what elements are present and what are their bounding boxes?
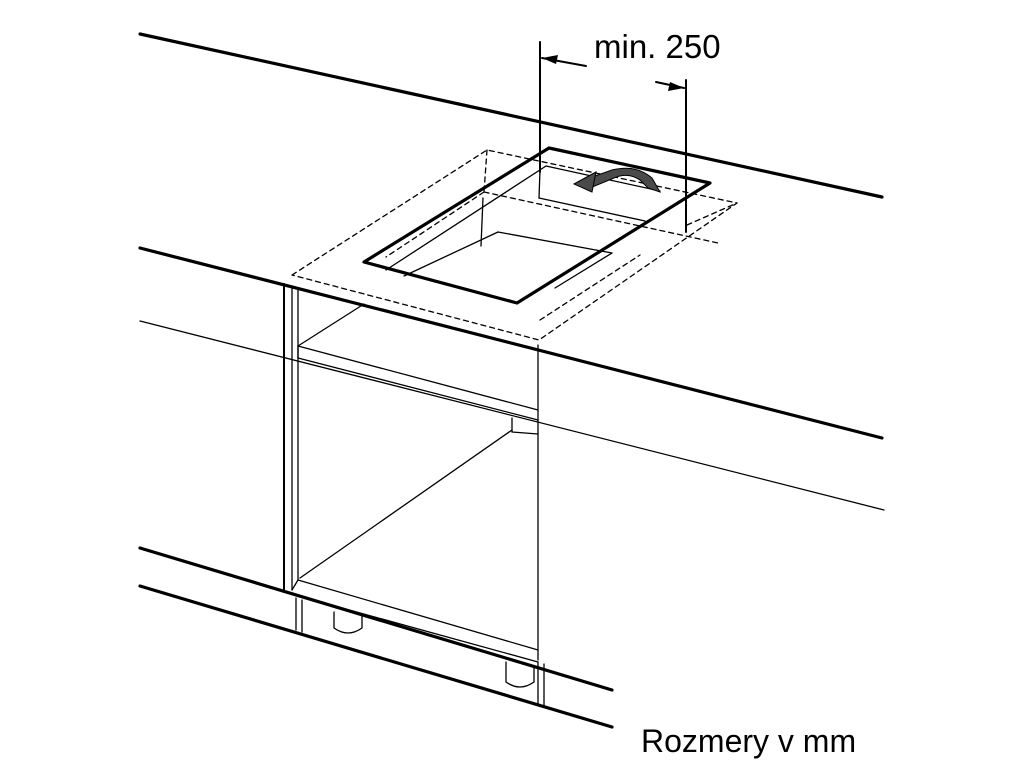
countertop-front-edge bbox=[138, 246, 884, 440]
plinth-top-edge bbox=[138, 546, 614, 692]
base-cabinet bbox=[283, 283, 545, 707]
units-caption: Rozmery v mm bbox=[641, 723, 857, 759]
hob-cutout bbox=[362, 146, 712, 305]
dimension-lines bbox=[539, 41, 687, 233]
countertop-back-edge bbox=[138, 32, 884, 199]
plinth-bottom-edge bbox=[138, 584, 614, 729]
curved-arrow-icon bbox=[572, 167, 662, 193]
cabinet-feet bbox=[333, 611, 535, 688]
cabinet-footprint-dashed bbox=[291, 149, 738, 341]
dimension-label: min. 250 bbox=[594, 28, 721, 65]
countertop-underside-edge bbox=[139, 320, 885, 511]
